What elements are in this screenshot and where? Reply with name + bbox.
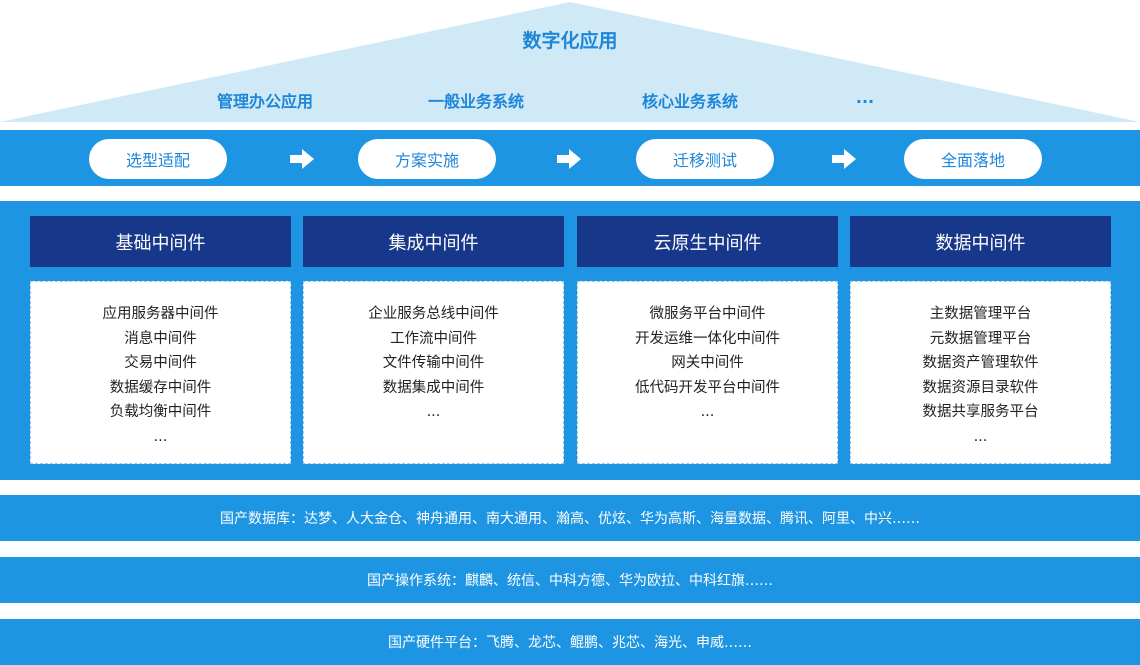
roof-item-core: 核心业务系统	[641, 92, 738, 111]
mw-header: 基础中间件	[30, 216, 291, 267]
middleware-band: 基础中间件 应用服务器中间件 消息中间件 交易中间件 数据缓存中间件 负载均衡中…	[0, 201, 1140, 480]
mw-card: 主数据管理平台 元数据管理平台 数据资产管理软件 数据资源目录软件 数据共享服务…	[850, 281, 1111, 464]
mw-column-integration: 集成中间件 企业服务总线中间件 工作流中间件 文件传输中间件 数据集成中间件 .…	[303, 216, 564, 464]
list-item: 文件传输中间件	[382, 355, 485, 371]
roof-triangle	[0, 2, 1140, 122]
list-item: ...	[426, 404, 441, 420]
list-item: 数据资源目录软件	[922, 379, 1039, 396]
mw-header: 数据中间件	[850, 216, 1111, 267]
hardware-band: 国产硬件平台：飞腾、龙芯、鲲鹏、兆芯、海光、申威……	[0, 619, 1140, 665]
mw-header: 集成中间件	[303, 216, 564, 267]
list-item: 主数据管理平台	[929, 306, 1032, 322]
roof-item-office: 管理办公应用	[216, 92, 313, 111]
list-item: 数据资产管理软件	[922, 355, 1039, 371]
roof-item-more: ...	[855, 88, 875, 107]
step-implementation: 方案实施	[358, 139, 496, 179]
list-item: 企业服务总线中间件	[368, 306, 499, 322]
list-item: ...	[973, 428, 988, 445]
list-item: 元数据管理平台	[929, 330, 1032, 347]
list-item: 交易中间件	[124, 355, 197, 371]
list-item: 网关中间件	[671, 355, 744, 371]
list-item: 微服务平台中间件	[649, 306, 766, 322]
step-selection: 选型适配	[89, 139, 227, 179]
list-item: ...	[153, 428, 168, 445]
mw-column-cloud-native: 云原生中间件 微服务平台中间件 开发运维一体化中间件 网关中间件 低代码开发平台…	[577, 216, 838, 464]
mw-card: 微服务平台中间件 开发运维一体化中间件 网关中间件 低代码开发平台中间件 ...	[577, 281, 838, 464]
roof-title: 数字化应用	[522, 30, 618, 52]
step-full-rollout: 全面落地	[904, 139, 1042, 179]
os-band: 国产操作系统：麒麟、统信、中科方德、华为欧拉、中科红旗……	[0, 557, 1140, 603]
step-migration-test: 迁移测试	[636, 139, 774, 179]
list-item: 负载均衡中间件	[109, 404, 212, 420]
list-item: 工作流中间件	[390, 330, 477, 347]
mw-column-basic: 基础中间件 应用服务器中间件 消息中间件 交易中间件 数据缓存中间件 负载均衡中…	[30, 216, 291, 464]
list-item: 数据缓存中间件	[109, 379, 212, 396]
list-item: 开发运维一体化中间件	[635, 330, 780, 347]
list-item: ...	[700, 404, 715, 420]
list-item: 数据集成中间件	[382, 379, 485, 396]
list-item: 应用服务器中间件	[102, 306, 219, 322]
mw-column-data: 数据中间件 主数据管理平台 元数据管理平台 数据资产管理软件 数据资源目录软件 …	[850, 216, 1111, 464]
roof-item-general: 一般业务系统	[427, 92, 524, 111]
database-band: 国产数据库：达梦、人大金仓、神舟通用、南大通用、瀚高、优炫、华为高斯、海量数据、…	[0, 495, 1140, 541]
mw-header: 云原生中间件	[577, 216, 838, 267]
mw-card: 企业服务总线中间件 工作流中间件 文件传输中间件 数据集成中间件 ...	[303, 281, 564, 464]
list-item: 低代码开发平台中间件	[635, 379, 780, 396]
process-band: 选型适配 方案实施 迁移测试 全面落地	[0, 130, 1140, 186]
list-item: 数据共享服务平台	[922, 404, 1039, 420]
arrow-right-icon	[557, 149, 581, 169]
list-item: 消息中间件	[124, 330, 197, 347]
mw-card: 应用服务器中间件 消息中间件 交易中间件 数据缓存中间件 负载均衡中间件 ...	[30, 281, 291, 464]
roof-section: 数字化应用 管理办公应用 一般业务系统 核心业务系统 ...	[0, 0, 1140, 125]
arrow-right-icon	[832, 149, 856, 169]
arrow-right-icon	[290, 149, 314, 169]
